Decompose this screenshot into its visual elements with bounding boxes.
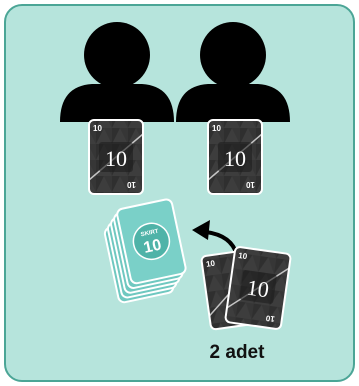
player-1-card-corner-top: 10	[93, 124, 102, 133]
draw-deck: SKIRT 10	[100, 198, 190, 303]
hand-card-1-corner: 10	[206, 259, 217, 269]
player-1: 10 10 10	[60, 22, 174, 194]
hand-cards: 10 10 10 10	[201, 246, 291, 329]
hand-card-2-corner-top: 10	[238, 251, 249, 261]
player-2-card-value: 10	[224, 146, 246, 171]
hand-card-2-corner-bottom: 10	[265, 313, 276, 323]
player-2: 10 10 10	[176, 22, 290, 194]
person-icon	[176, 22, 290, 122]
player-1-card-value: 10	[105, 146, 127, 171]
player-1-card: 10 10 10	[89, 120, 143, 194]
card-count-label: 2 adet	[192, 342, 282, 364]
player-2-card-corner-top: 10	[212, 124, 221, 133]
deck-value: 10	[142, 237, 163, 257]
hand-card-2-value: 10	[245, 275, 270, 303]
person-icon	[60, 22, 174, 122]
player-2-card: 10 10 10	[208, 120, 262, 194]
player-2-card-corner-bottom: 10	[245, 180, 254, 189]
player-1-card-corner-bottom: 10	[126, 180, 135, 189]
